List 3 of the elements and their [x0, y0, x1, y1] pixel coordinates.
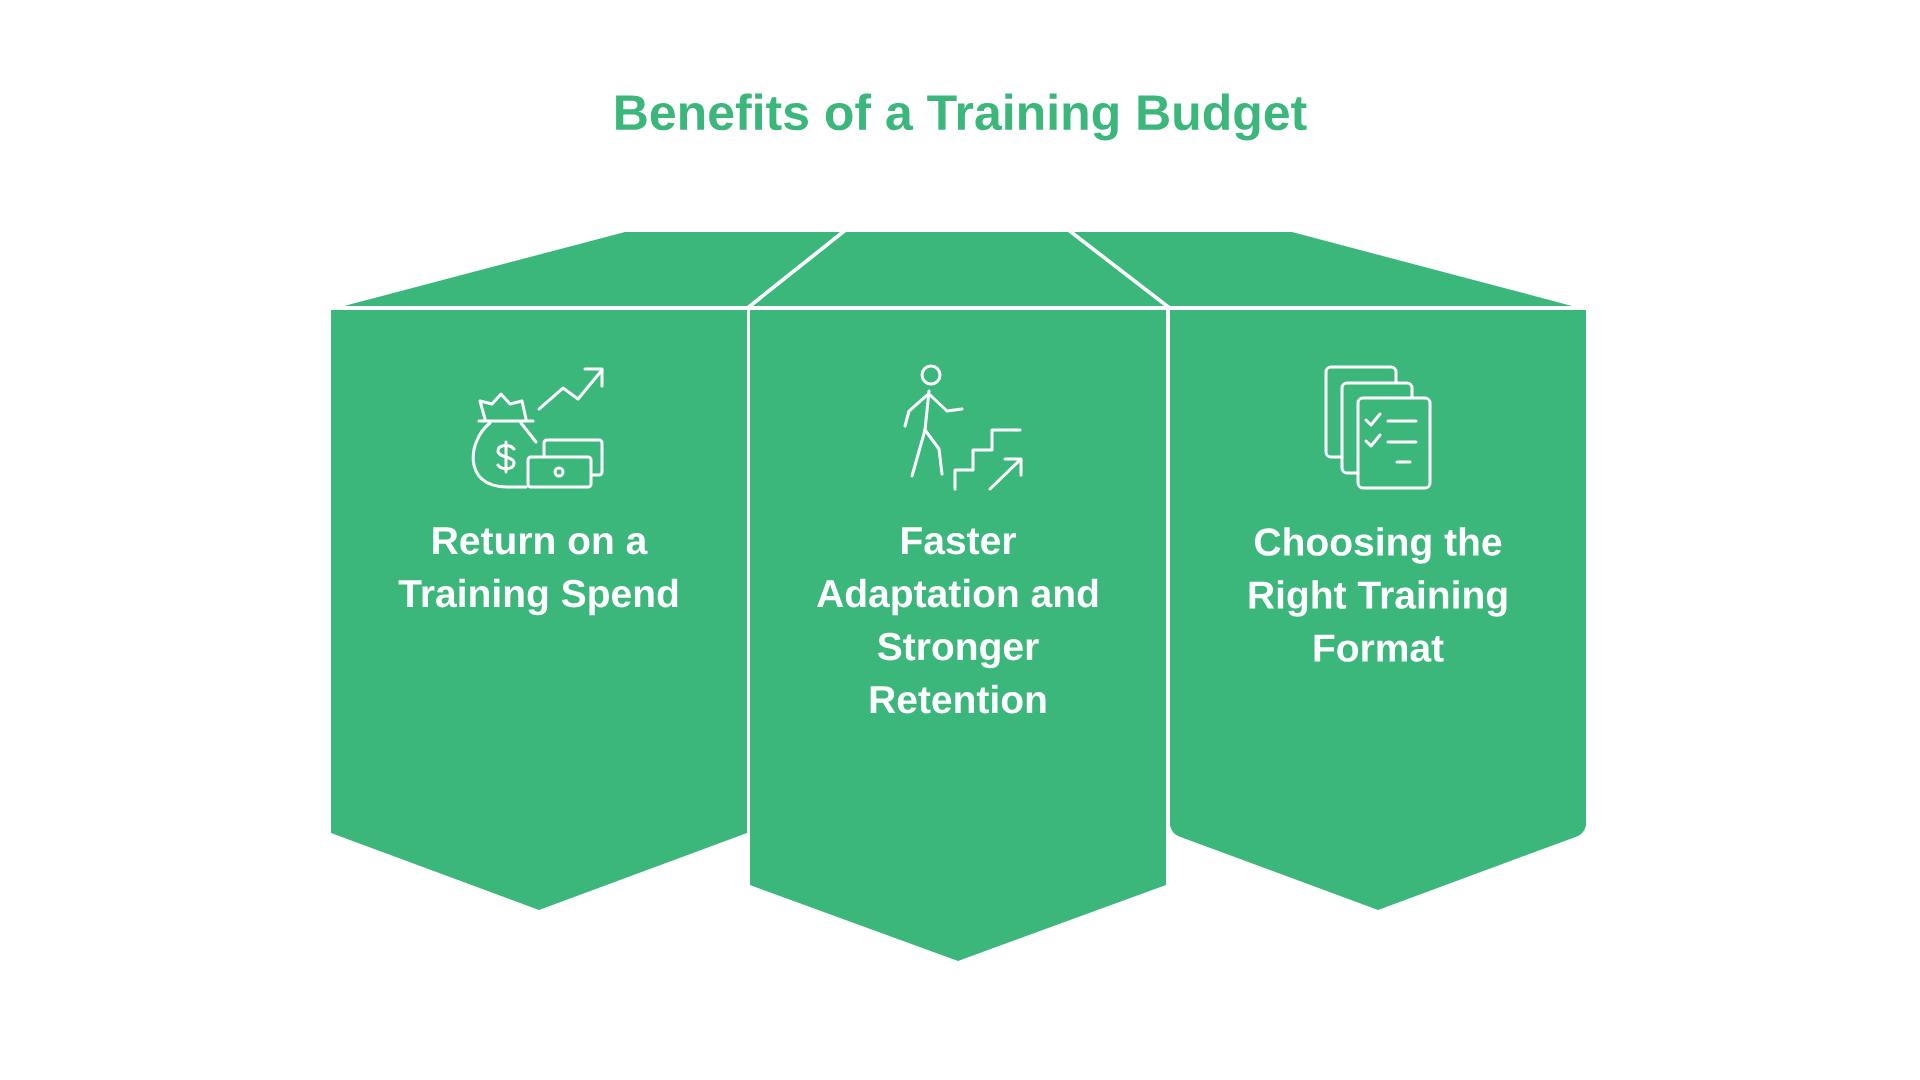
panel: Return on a Training Spend — [331, 310, 747, 910]
title: Benefits of a Training Budget — [616, 93, 1307, 141]
panel: Faster Adaptation and Stronger Retention — [750, 310, 1166, 961]
